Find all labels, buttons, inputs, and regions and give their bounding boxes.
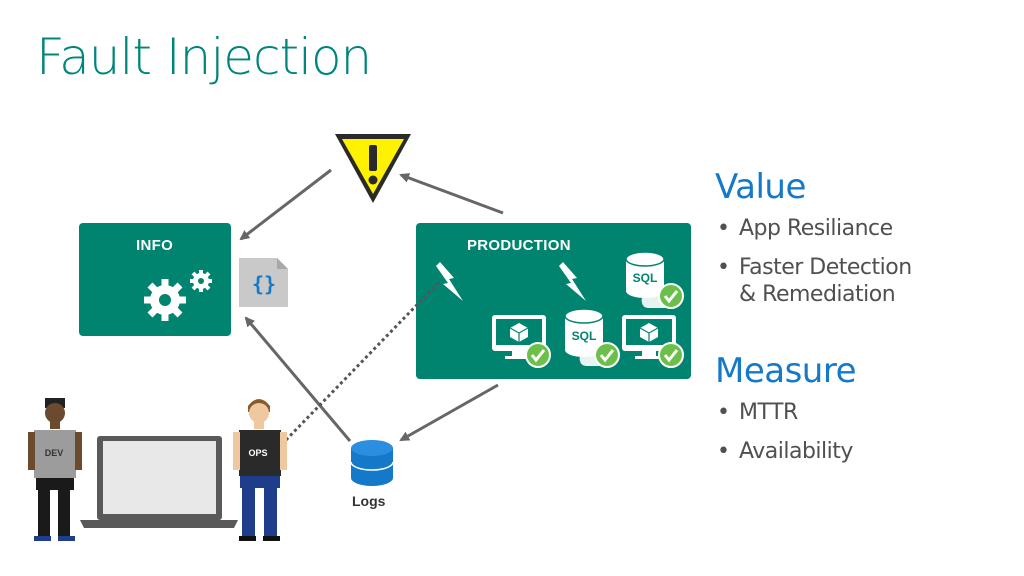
slide-title: Fault Injection bbox=[36, 28, 372, 86]
check-icon bbox=[658, 283, 684, 309]
arrow-production-to-logs bbox=[399, 383, 499, 442]
lightning-icon bbox=[436, 262, 463, 301]
arrow-logs-to-info bbox=[244, 316, 352, 442]
json-glyph: {} bbox=[252, 272, 276, 296]
dotted-ops-to-production bbox=[284, 279, 442, 442]
measure-list: MTTR Availability bbox=[715, 399, 1015, 465]
check-icon bbox=[525, 342, 551, 368]
list-item: Availability bbox=[715, 438, 1015, 465]
arrow-production-to-warning bbox=[399, 173, 504, 215]
list-item-text: Faster Detection bbox=[739, 255, 912, 280]
small-gear-icon bbox=[190, 270, 212, 292]
value-section: Value App Resiliance Faster Detection& R… bbox=[715, 167, 1015, 308]
info-label: INFO bbox=[136, 237, 174, 254]
dev-person-icon: DEV bbox=[28, 398, 82, 541]
sql-label: SQL bbox=[572, 329, 597, 343]
logs-label: Logs bbox=[352, 493, 386, 509]
sql-label: SQL bbox=[633, 271, 658, 285]
value-heading: Value bbox=[715, 167, 806, 207]
arrow-warning-to-info bbox=[239, 168, 332, 241]
measure-heading: Measure bbox=[715, 351, 857, 391]
ops-label: OPS bbox=[248, 448, 267, 458]
server-monitor-icon bbox=[622, 315, 676, 359]
ops-person-icon: OPS bbox=[233, 399, 287, 541]
json-file-icon: {} bbox=[239, 258, 288, 307]
list-item: App Resiliance bbox=[715, 215, 1015, 242]
gear-icon bbox=[144, 279, 186, 321]
sql-database-icon: SQL bbox=[625, 251, 665, 298]
server-monitor-icon bbox=[492, 315, 546, 359]
check-icon bbox=[658, 342, 684, 368]
logs-database-icon bbox=[350, 440, 394, 486]
measure-section: Measure MTTR Availability bbox=[715, 351, 1015, 477]
value-list: App Resiliance Faster Detection& Remedia… bbox=[715, 215, 1015, 308]
list-item: Faster Detection& Remediation bbox=[715, 254, 1015, 308]
production-label: PRODUCTION bbox=[467, 237, 571, 254]
lightning-icon bbox=[559, 262, 586, 301]
warning-icon bbox=[335, 134, 411, 203]
laptop-icon bbox=[80, 436, 238, 528]
dev-label: DEV bbox=[45, 448, 64, 458]
list-item: MTTR bbox=[715, 399, 1015, 426]
list-item-text: & Remediation bbox=[739, 282, 896, 307]
check-icon bbox=[594, 342, 620, 368]
